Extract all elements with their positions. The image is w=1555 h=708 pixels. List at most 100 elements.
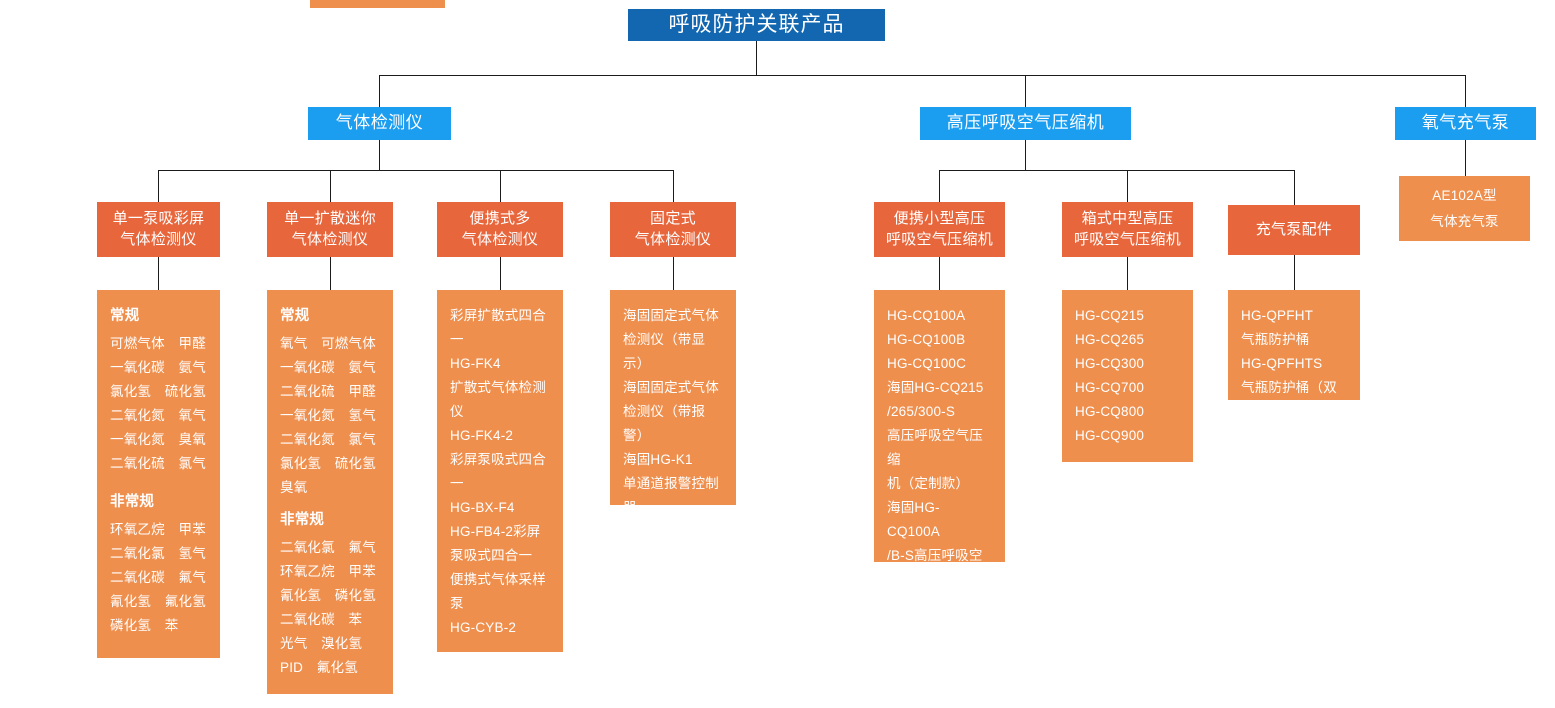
leaf-line: 臭氧 — [280, 479, 308, 495]
leaf-group-heading: 常规 — [280, 308, 310, 324]
leaf-group: 海固固定式气体检测仪（带报警） — [623, 376, 723, 448]
leaf-line: 一氧化氮 臭氧 — [110, 431, 206, 447]
leaf-group: 扩散式气体检测仪 HG-FK4-2 — [450, 376, 550, 448]
leaf-line: PID 氟化氢 — [280, 659, 358, 675]
connector-line — [500, 170, 501, 202]
connector-line — [673, 170, 674, 202]
leaf-group: 海固固定式气体检测仪（带显示） — [623, 304, 723, 376]
leaf-line: 海固HG-K1 — [623, 452, 693, 468]
leaf-line: 氯化氢 硫化氢 — [110, 383, 206, 399]
leaf-line: 氯化氢 硫化氢 — [280, 455, 376, 471]
leaf-line: 光气 溴化氢 — [280, 635, 363, 651]
subcategory-node-pump-accessories[interactable]: 充气泵配件 — [1228, 205, 1360, 255]
leaf-line: HG-FK4 — [450, 356, 501, 372]
leaf-line: 二氧化硫 甲醛 — [280, 383, 376, 399]
leaf-line: 海固HG-CQ215 — [887, 380, 984, 396]
connector-line — [756, 41, 757, 75]
clipped-top-node — [310, 0, 445, 8]
leaf-panel-leaf-single-diffusion-mini[interactable]: 常规氧气 可燃气体一氧化碳 氨气二氧化硫 甲醛一氧化氮 氢气二氧化氮 氯气氯化氢… — [267, 290, 393, 694]
leaf-line: /B-S高压呼吸空气 — [887, 548, 983, 588]
leaf-line: 机（定制款） — [887, 476, 970, 492]
leaf-line: 泵吸式四合一 — [450, 548, 533, 564]
category-node-air-compressor[interactable]: 高压呼吸空气压缩机 — [920, 107, 1131, 140]
leaf-line: 海固固定式气体 — [623, 380, 719, 396]
leaf-line: 氧气 可燃气体 — [280, 335, 376, 351]
connector-line — [330, 257, 331, 290]
leaf-group-heading: 非常规 — [280, 512, 325, 529]
connector-line — [673, 257, 674, 290]
leaf-line: AE102A型 — [1432, 187, 1497, 203]
leaf-line: HG-FK4-2 — [450, 428, 514, 444]
leaf-line: 彩屏扩散式四合一 — [450, 308, 546, 348]
leaf-line: HG-CQ300 — [1075, 356, 1145, 372]
leaf-group: 彩屏泵吸式四合一 HG-BX-F4 — [450, 448, 550, 520]
leaf-line: 气瓶防护桶（双桶） — [1241, 380, 1337, 420]
leaf-line: HG-QPFHT — [1241, 308, 1314, 323]
subcategory-node-fixed-type[interactable]: 固定式 气体检测仪 — [610, 202, 736, 257]
connector-line — [500, 257, 501, 290]
leaf-line: HG-CQ100C — [887, 356, 967, 372]
connector-line — [1127, 170, 1128, 202]
connector-line — [1025, 75, 1026, 107]
leaf-line: 单通道报警控制器 — [623, 476, 719, 516]
leaf-line: 可燃气体 甲醛 — [110, 335, 206, 351]
leaf-group: 常规可燃气体 甲醛一氧化碳 氨气氯化氢 硫化氢二氧化氮 氧气一氧化氮 臭氧二氧化… — [110, 304, 207, 476]
leaf-line: 一氧化氮 氢气 — [280, 407, 376, 423]
leaf-line: 二氧化氯 氢气 — [110, 545, 206, 561]
connector-line — [1294, 170, 1295, 205]
leaf-group: 彩屏扩散式四合一 HG-FK4 — [450, 304, 550, 376]
leaf-line: 二氧化氮 氧气 — [110, 407, 206, 423]
leaf-line: 二氧化碳 苯 — [280, 611, 363, 627]
leaf-line: HG-QPFHTS — [1241, 356, 1323, 372]
root-node[interactable]: 呼吸防护关联产品 — [628, 9, 885, 41]
leaf-group: 非常规环氧乙烷 甲苯二氧化氯 氢气二氧化碳 氟气氰化氢 氟化氢磷化氢 苯 — [110, 490, 207, 638]
leaf-line: HG-CQ700 — [1075, 380, 1145, 396]
leaf-line: 环氧乙烷 甲苯 — [280, 563, 376, 579]
category-node-oxygen-pump[interactable]: 氧气充气泵 — [1395, 107, 1536, 140]
connector-line — [1465, 140, 1466, 176]
leaf-line: 氰化氢 氟化氢 — [110, 593, 206, 609]
leaf-line: HG-CQ215 — [1075, 308, 1145, 323]
leaf-line: 环氧乙烷 甲苯 — [110, 521, 206, 537]
leaf-line: 高压呼吸空气压缩 — [887, 428, 983, 468]
leaf-line: 氰化氢 磷化氢 — [280, 587, 376, 603]
subcategory-node-single-pump-color[interactable]: 单一泵吸彩屏 气体检测仪 — [97, 202, 220, 257]
leaf-line: HG-CQ100B — [887, 332, 966, 348]
leaf-line: 扩散式气体检测仪 — [450, 380, 546, 420]
connector-line — [379, 75, 380, 107]
connector-line — [158, 170, 674, 171]
subcategory-node-portable-small-hp[interactable]: 便携小型高压 呼吸空气压缩机 — [874, 202, 1005, 257]
leaf-group: 常规氧气 可燃气体一氧化碳 氨气二氧化硫 甲醛一氧化氮 氢气二氧化氮 氯气氯化氢… — [280, 304, 380, 500]
leaf-line: HG-CQ800 — [1075, 404, 1145, 420]
leaf-line: 便携式气体采样泵 — [450, 572, 546, 612]
leaf-line: HG-BX-F4 — [450, 500, 515, 516]
connector-line — [379, 140, 380, 170]
leaf-line: 彩屏泵吸式四合一 — [450, 452, 546, 492]
leaf-line: 二氧化碳 氟气 — [110, 569, 206, 585]
connector-line — [1465, 75, 1466, 107]
leaf-group-heading: 常规 — [110, 308, 140, 324]
subcategory-node-box-medium-hp[interactable]: 箱式中型高压 呼吸空气压缩机 — [1062, 202, 1193, 257]
leaf-line: HG-FB4-2彩屏 — [450, 524, 541, 540]
leaf-panel-leaf-single-pump-color[interactable]: 常规可燃气体 甲醛一氧化碳 氨气氯化氢 硫化氢二氧化氮 氧气一氧化氮 臭氧二氧化… — [97, 290, 220, 658]
subcategory-node-portable-multi[interactable]: 便携式多 气体检测仪 — [437, 202, 563, 257]
leaf-panel-leaf-oxygen-pump[interactable]: AE102A型气体充气泵 — [1399, 176, 1530, 241]
subcategory-node-single-diffusion-mini[interactable]: 单一扩散迷你 气体检测仪 — [267, 202, 393, 257]
connector-line — [330, 170, 331, 202]
connector-line — [939, 257, 940, 290]
leaf-line: 二氧化氯 氟气 — [280, 539, 376, 555]
leaf-panel-leaf-portable-multi[interactable]: 彩屏扩散式四合一 HG-FK4 扩散式气体检测仪 HG-FK4-2 彩屏泵吸式四合一 HG… — [437, 290, 563, 652]
leaf-line: HG-CQ265 — [1075, 332, 1145, 348]
category-node-gas-detector[interactable]: 气体检测仪 — [308, 107, 451, 140]
leaf-line: 气体充气泵 — [1430, 213, 1499, 229]
connector-line — [379, 75, 1466, 76]
leaf-line: 检测仪（带报警） — [623, 404, 706, 444]
